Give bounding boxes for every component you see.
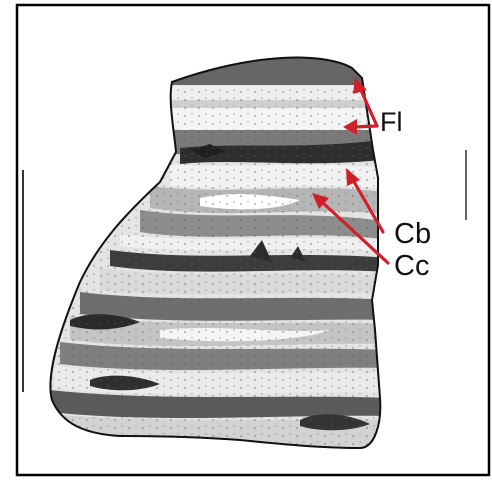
label-fl: Fl xyxy=(380,107,403,137)
rock-specimen xyxy=(30,40,410,460)
label-cc: Cc xyxy=(394,250,429,282)
label-cb: Cb xyxy=(394,218,431,250)
